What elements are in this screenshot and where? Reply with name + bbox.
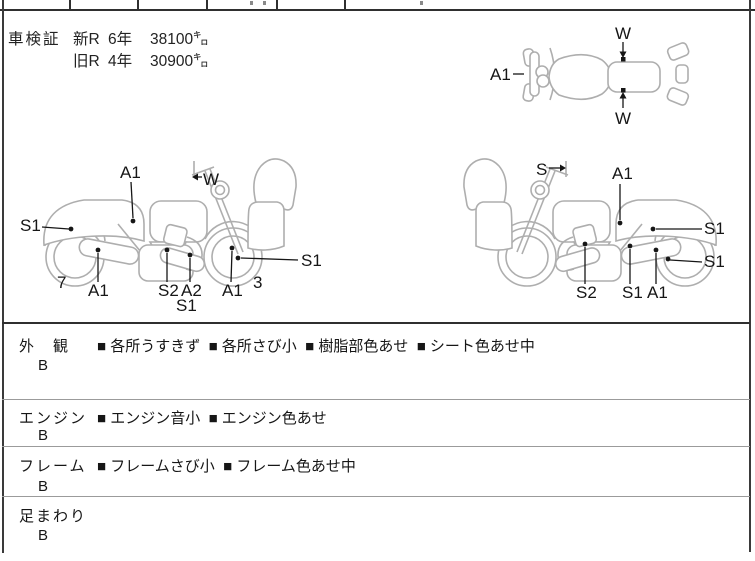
label-3: 3 bbox=[253, 273, 262, 292]
grade-value: B bbox=[38, 427, 49, 444]
category-label: 足まわり bbox=[19, 508, 88, 525]
label-w-top: W bbox=[615, 24, 631, 43]
condition-notes: ■ 各所うすきず ■ 各所さび小 ■ 樹脂部色あせ ■ シート色あせ中 bbox=[97, 338, 535, 355]
label-a1-top: A1 bbox=[612, 164, 633, 183]
label-s2: S2 bbox=[158, 281, 179, 300]
label-a1-bottom: A1 bbox=[88, 281, 109, 300]
sheet-right-border bbox=[749, 0, 751, 552]
table-header-partial bbox=[0, 0, 755, 11]
label-a1-bottom: A1 bbox=[647, 283, 668, 302]
label-s1-left: S1 bbox=[20, 216, 41, 235]
column-divider bbox=[276, 0, 278, 10]
label-s2: S2 bbox=[576, 283, 597, 302]
motorcycle-side-views-diagram: A1 W S1 7 A1 S2 A2 S1 A1 3 S1 S A1 S bbox=[20, 158, 725, 315]
label-w: W bbox=[203, 170, 219, 189]
inspection-row-engine: エンジン B ■ エンジン音小 ■ エンジン色あせ bbox=[2, 399, 750, 446]
category-label: エンジン bbox=[19, 410, 88, 427]
shaken-new-era: 新R bbox=[73, 31, 100, 48]
label-a1: A1 bbox=[490, 65, 511, 84]
sheet-left-border bbox=[2, 0, 4, 553]
shaken-new-mileage: 38100㌔ bbox=[150, 31, 209, 48]
grade-value: B bbox=[38, 357, 49, 374]
motorcycle-top-sketch bbox=[522, 42, 690, 106]
shaken-label: 車検証 bbox=[8, 31, 61, 48]
inspection-row-exterior: 外 観 B ■ 各所うすきず ■ 各所さび小 ■ 樹脂部色あせ ■ シート色あせ… bbox=[2, 322, 750, 399]
inspection-row-frame: フレーム B ■ フレームさび小 ■ フレーム色あせ中 bbox=[2, 446, 750, 496]
column-divider bbox=[69, 0, 71, 10]
inspection-row-undercarriage: 足まわり B bbox=[2, 496, 750, 561]
shaken-new-year: 6年 bbox=[108, 31, 133, 48]
motorcycle-top-view-diagram: A1 W W bbox=[490, 24, 690, 128]
label-s1-mid: S1 bbox=[176, 296, 197, 315]
top-view-annotations: A1 W W bbox=[490, 24, 631, 128]
header-bottom-rule bbox=[0, 9, 755, 11]
shaken-old-mileage: 30900㌔ bbox=[150, 53, 209, 70]
column-divider bbox=[344, 0, 346, 10]
right-view-annotations: S A1 S1 S1 S2 S1 A1 bbox=[536, 160, 725, 302]
label-w-bottom: W bbox=[615, 109, 631, 128]
column-divider bbox=[206, 0, 208, 10]
label-s1-right: S1 bbox=[301, 251, 322, 270]
left-side-view bbox=[43, 158, 297, 287]
label-a1-front: A1 bbox=[222, 281, 243, 300]
left-view-annotations: A1 W S1 7 A1 S2 A2 S1 A1 3 S1 bbox=[20, 163, 322, 315]
cutoff-text-remnant bbox=[250, 1, 253, 5]
label-a1-top: A1 bbox=[120, 163, 141, 182]
shaken-old-era: 旧R bbox=[73, 53, 100, 70]
shaken-old-year: 4年 bbox=[108, 53, 133, 70]
column-divider bbox=[137, 0, 139, 10]
inspection-table: 外 観 B ■ 各所うすきず ■ 各所さび小 ■ 樹脂部色あせ ■ シート色あせ… bbox=[2, 322, 750, 561]
cutoff-text-remnant bbox=[263, 1, 266, 5]
category-label: フレーム bbox=[19, 458, 87, 475]
label-s1-upper: S1 bbox=[704, 219, 725, 238]
condition-notes: ■ フレームさび小 ■ フレーム色あせ中 bbox=[97, 458, 356, 475]
right-side-view-mirrored bbox=[463, 158, 717, 287]
cutoff-text-remnant bbox=[420, 1, 423, 5]
grade-value: B bbox=[38, 527, 49, 544]
label-s1-lower: S1 bbox=[704, 252, 725, 271]
label-7: 7 bbox=[57, 273, 66, 292]
condition-notes: ■ エンジン音小 ■ エンジン色あせ bbox=[97, 410, 327, 427]
label-s: S bbox=[536, 160, 547, 179]
grade-value: B bbox=[38, 478, 49, 495]
category-label: 外 観 bbox=[19, 338, 71, 355]
label-s1-bottom: S1 bbox=[622, 283, 643, 302]
label-a2: A2 bbox=[181, 281, 202, 300]
